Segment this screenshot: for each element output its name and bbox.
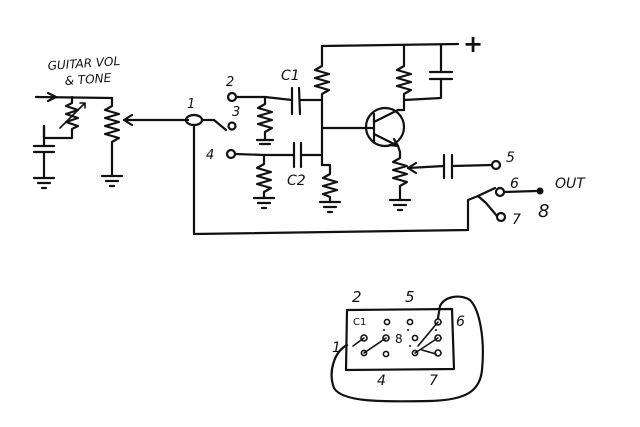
decoupling-capacitor xyxy=(402,43,454,102)
terminal-label-5: 5 xyxy=(506,150,515,166)
connector-loop-wire xyxy=(330,295,484,403)
capacitor-c2 xyxy=(292,141,324,169)
output-switch-wiper xyxy=(476,186,499,218)
pin-label-8: 8 xyxy=(395,332,403,346)
terminal-2 xyxy=(226,91,294,103)
terminal-label-7: 7 xyxy=(512,212,521,228)
switch-internal-wiring xyxy=(352,321,439,355)
terminal-label-8: 8 xyxy=(538,201,549,222)
tone-capacitor xyxy=(32,124,56,180)
terminal-7 xyxy=(495,211,507,223)
connector-label-4: 4 xyxy=(377,373,386,389)
output-label: OUT xyxy=(555,176,586,192)
connector-label-6: 6 xyxy=(456,314,465,330)
connector-label-1: 1 xyxy=(332,340,341,356)
terminal-label-6: 6 xyxy=(510,176,519,192)
volume-potentiometer xyxy=(103,96,190,178)
cap-label-c2: C2 xyxy=(287,173,306,189)
pin-label-c1: C1 xyxy=(353,317,366,328)
terminal-6 xyxy=(494,186,544,198)
terminal-5 xyxy=(490,159,502,171)
bottom-bypass-wire xyxy=(192,194,480,236)
ground-symbol-tone xyxy=(32,176,56,190)
tone-potentiometer xyxy=(42,95,86,140)
capacitor-c1 xyxy=(290,86,324,116)
connector-label-2: 2 xyxy=(352,288,362,306)
switch-body xyxy=(344,307,456,372)
terminal-label-2: 2 xyxy=(226,75,234,90)
title-tone: & TONE xyxy=(64,71,112,88)
guitar-input-wire xyxy=(34,91,114,103)
supply-plus-label: + xyxy=(463,30,483,58)
input-resistor-upper xyxy=(255,95,275,146)
supply-rail xyxy=(320,42,460,48)
title-guitar-vol: GUITAR VOL xyxy=(47,54,120,73)
connector-label-7: 7 xyxy=(429,373,438,389)
emitter-potentiometer xyxy=(388,150,446,212)
transistor xyxy=(360,106,406,154)
terminal-3 xyxy=(227,121,237,131)
connector-label-5: 5 xyxy=(405,288,415,306)
terminal-label-1: 1 xyxy=(187,97,195,112)
collector-resistor xyxy=(395,43,413,112)
base-bias-network xyxy=(313,44,364,214)
terminal-label-3: 3 xyxy=(232,105,240,120)
cap-label-c1: C1 xyxy=(281,68,300,84)
jack-1 xyxy=(184,113,228,236)
terminal-label-4: 4 xyxy=(206,148,214,163)
output-capacitor xyxy=(442,153,494,180)
terminal-4 xyxy=(225,148,296,160)
ground-symbol-volume xyxy=(100,174,124,188)
input-resistor-lower xyxy=(252,153,276,210)
